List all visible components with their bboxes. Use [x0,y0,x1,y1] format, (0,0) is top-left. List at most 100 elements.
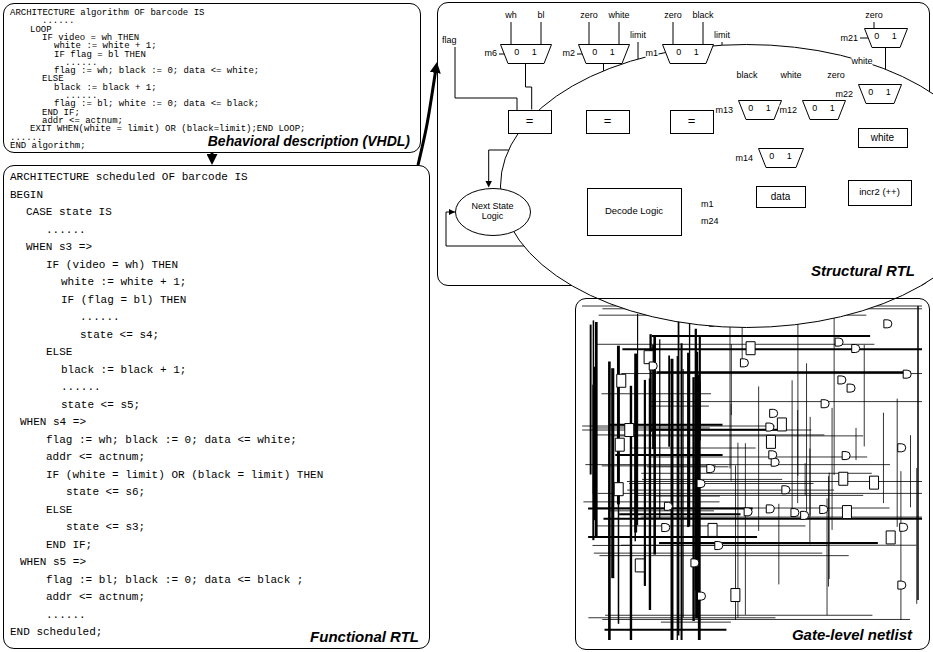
select-stub [499,54,504,55]
code-line: flag := bl; white := 0; data <= black; [54,100,259,109]
node-label: 0 1 [868,88,891,98]
gate-symbol [664,502,672,510]
gate-symbol [847,384,855,392]
mux-symbol: 0 1 [858,84,902,104]
gate-symbol [698,592,706,600]
code-line: state <= s6; [66,487,145,498]
signal-label: limit [630,30,646,41]
code-line: ...... [46,225,86,236]
netlist-wire [692,377,694,621]
netlist-wire [671,365,673,453]
select-stub [860,38,868,39]
netlist-wire [608,362,611,640]
code-line: EXIT WHEN(white = limit) OR (black=limit… [30,125,305,134]
code-line: ELSE [46,347,72,358]
mux-symbol: 0 1 [758,148,804,168]
gate-symbol [715,542,723,550]
gate-symbol [777,418,786,431]
gate-symbol [625,424,634,437]
netlist-wire [642,479,782,480]
code-line: state <= s3; [66,522,145,533]
node-label: 0 1 [812,104,835,114]
gate-symbol [770,409,778,417]
signal-label: zero [827,70,845,81]
gate-symbol [842,452,850,460]
netlist-wire [916,468,917,604]
gate-symbol [839,472,848,485]
netlist-wire [601,393,711,394]
code-line: ...... [80,312,120,323]
signal-label: m21 [840,33,858,44]
node-label: incr2 (++) [859,187,900,197]
node-label: 0 1 [592,48,615,58]
code-panel: ARCHITECTURE scheduled OF barcode ISBEGI… [3,165,430,649]
gate-symbol [766,423,774,431]
netlist-panel: Gate-level netlist [575,298,930,650]
mux-symbol: 0 1 [802,100,846,120]
gate-symbol [900,523,908,531]
gate-symbol [791,509,799,517]
signal-label: white [608,10,629,21]
select-stub [577,54,582,55]
netlist-wire [687,353,689,527]
netlist-wire [797,410,798,503]
node-label: = [526,114,534,128]
signal-label: zero [664,10,682,21]
gate-symbol [771,458,779,466]
netlist-wire [681,343,683,640]
netlist-wire [588,536,757,538]
netlist-wire [671,359,674,640]
mux-outline [500,44,551,63]
node-label: data [771,191,790,202]
signal-label: zero [580,10,598,21]
netlist-wire [596,427,710,428]
signal-label: wh [505,10,517,21]
gate-symbol [697,480,705,488]
netlist-wire [641,473,872,474]
netlist-wire [605,629,727,631]
netlist-wire [602,465,716,466]
mux-symbol: 0 1 [864,28,908,48]
code-line: state <= s5; [61,400,140,411]
signal-label: flag [442,35,457,46]
signal-label: m6 [484,48,497,59]
code-line: black := black + 1; [61,365,186,376]
netlist-wire [805,463,806,495]
netlist-wire [594,553,822,554]
netlist-wire [659,542,878,544]
code-line: ...... [61,382,101,393]
netlist-wire [602,619,910,620]
netlist-wire [856,428,857,460]
gate-symbol [870,476,879,489]
netlist-wire [588,617,775,618]
code-line: WHEN s4 => [20,417,86,428]
mux-outline [662,44,713,63]
signal-label: m22 [835,89,853,100]
netlist-wire [745,443,746,615]
netlist-wire [644,380,646,586]
netlist-wire [827,498,828,615]
signal-label: m12 [779,105,797,116]
comparator-box: = [670,110,714,134]
netlist-wire [806,363,807,513]
signal-label: m14 [735,153,753,164]
panel-caption: Gate-level netlist [789,626,915,644]
netlist-wire [635,374,636,542]
code-line: IF (video = wh) THEN [46,260,178,271]
incrementer-box: incr2 (++) [848,180,912,206]
gate-symbol [614,483,623,496]
mux-outline [864,28,907,47]
gate-symbol [691,559,699,567]
panel-caption: Structural RTL [811,262,915,280]
gate-symbol [838,376,846,384]
panel-caption: Behavioral description (VHDL) [208,133,410,150]
mux-outline [738,100,781,119]
netlist-wire [661,622,731,623]
signal-label: limit [714,30,730,41]
node-label: 0 1 [514,48,537,58]
code-line: addr <= actnum; [46,452,145,463]
code-line: ARCHITECTURE scheduled OF barcode IS [10,172,248,183]
connector [211,153,214,160]
gate-symbol [635,559,644,572]
